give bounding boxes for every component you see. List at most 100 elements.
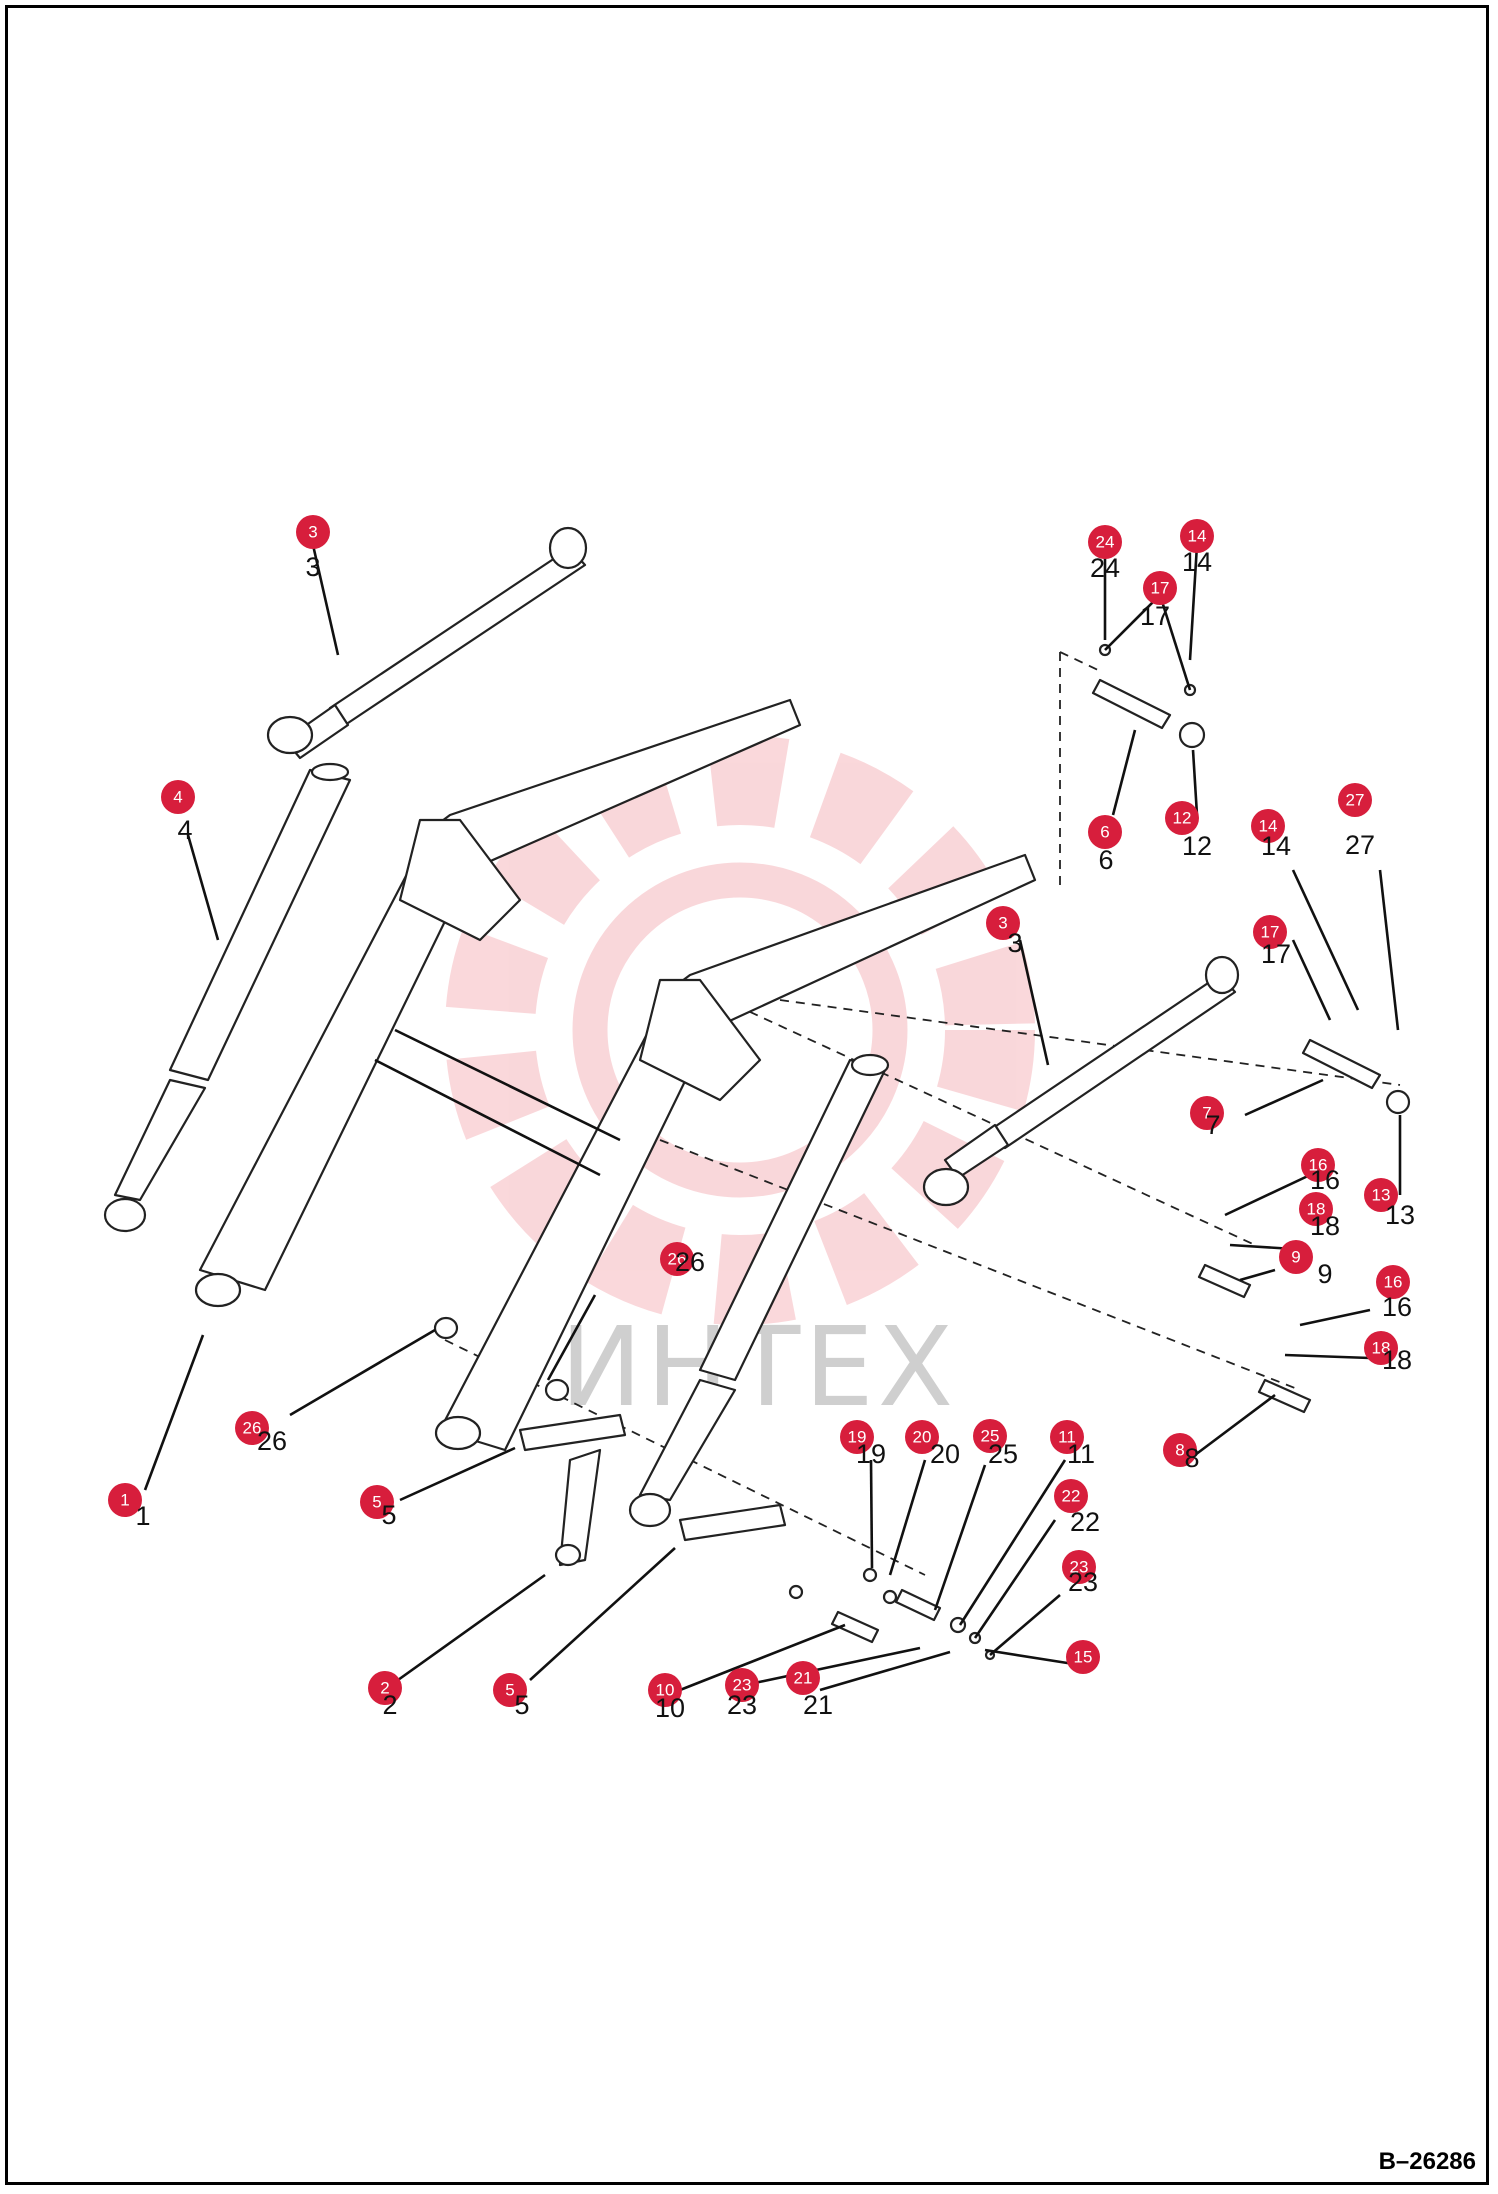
callout-14: 14 bbox=[1251, 809, 1285, 843]
part-label-13: 13 bbox=[1385, 1200, 1415, 1230]
tilt-cylinder-right bbox=[922, 955, 1240, 1207]
part-label-4: 4 bbox=[177, 815, 192, 845]
callout-23: 23 bbox=[1062, 1550, 1096, 1584]
callout-14: 14 bbox=[1180, 519, 1214, 553]
part-label-18: 18 bbox=[1382, 1345, 1412, 1375]
callout-26: 26 bbox=[660, 1242, 694, 1276]
callout-number: 19 bbox=[848, 1428, 867, 1447]
document-id: B–26286 bbox=[1378, 2148, 1476, 2175]
callout-1: 1 bbox=[108, 1483, 142, 1517]
callout-5: 5 bbox=[493, 1673, 527, 1707]
callout-number: 20 bbox=[913, 1428, 932, 1447]
lift-cylinder bbox=[103, 762, 352, 1233]
part-label-18: 18 bbox=[1310, 1211, 1340, 1241]
callout-number: 3 bbox=[998, 914, 1007, 933]
callout-11: 11 bbox=[1050, 1420, 1084, 1454]
callout-number: 7 bbox=[1202, 1104, 1211, 1123]
part-label-10: 10 bbox=[655, 1693, 685, 1723]
callout-3: 3 bbox=[296, 515, 330, 549]
callout-number: 16 bbox=[1384, 1273, 1403, 1292]
callout-number: 8 bbox=[1175, 1441, 1184, 1460]
part-label-5: 5 bbox=[514, 1690, 529, 1720]
callout-25: 25 bbox=[973, 1419, 1007, 1453]
callout-4: 4 bbox=[161, 780, 195, 814]
callout-7: 7 bbox=[1190, 1096, 1224, 1130]
callout-number: 14 bbox=[1188, 527, 1207, 546]
callout-18: 18 bbox=[1299, 1192, 1333, 1226]
callout-12: 12 bbox=[1165, 801, 1199, 835]
callout-number: 1 bbox=[120, 1491, 129, 1510]
part-label-12: 12 bbox=[1182, 831, 1212, 861]
part-label-16: 16 bbox=[1382, 1292, 1412, 1322]
callout-number: 18 bbox=[1372, 1339, 1391, 1358]
part-label-22: 22 bbox=[1070, 1507, 1100, 1537]
callout-number: 4 bbox=[173, 788, 182, 807]
callout-number: 17 bbox=[1151, 579, 1170, 598]
callout-number: 24 bbox=[1096, 533, 1115, 552]
part-label-21: 21 bbox=[803, 1690, 833, 1720]
part-label-2: 2 bbox=[382, 1690, 397, 1720]
callout-15: 15 bbox=[1066, 1640, 1100, 1674]
part-label-20: 20 bbox=[930, 1439, 960, 1469]
callout-19: 19 bbox=[840, 1420, 874, 1454]
assembly-dash-lines bbox=[444, 651, 1401, 1576]
part-label-19: 19 bbox=[856, 1439, 886, 1469]
callout-number: 23 bbox=[733, 1676, 752, 1695]
callout-number: 23 bbox=[1070, 1558, 1089, 1577]
callout-number: 5 bbox=[372, 1493, 381, 1512]
callout-number: 18 bbox=[1307, 1200, 1326, 1219]
part-label-16: 16 bbox=[1310, 1165, 1340, 1195]
part-label-11: 11 bbox=[1067, 1439, 1095, 1469]
watermark-gear-logo bbox=[445, 735, 1035, 1325]
callout-18: 18 bbox=[1364, 1331, 1398, 1365]
callout-8: 8 bbox=[1163, 1433, 1197, 1467]
part-label-23: 23 bbox=[727, 1690, 757, 1720]
tilt-cylinder-upper bbox=[266, 526, 588, 760]
callout-21: 21 bbox=[786, 1661, 820, 1695]
callout-number: 17 bbox=[1261, 923, 1280, 942]
part-label-27: 27 bbox=[1345, 830, 1375, 860]
part-label-17: 17 bbox=[1261, 939, 1291, 969]
loader-arm-left bbox=[194, 698, 802, 1308]
callout-26: 26 bbox=[235, 1411, 269, 1445]
callout-number: 11 bbox=[1058, 1428, 1076, 1447]
part-label-3: 3 bbox=[1007, 928, 1022, 958]
callout-13: 13 bbox=[1364, 1178, 1398, 1212]
part-label-3: 3 bbox=[305, 552, 320, 582]
callout-17: 17 bbox=[1143, 571, 1177, 605]
callout-16: 16 bbox=[1376, 1265, 1410, 1299]
pins-hardware bbox=[433, 643, 1411, 1661]
callout-number: 12 bbox=[1173, 809, 1192, 828]
lift-cylinder-right bbox=[628, 1053, 890, 1528]
callout-3: 3 bbox=[986, 906, 1020, 940]
callout-number: 9 bbox=[1291, 1248, 1300, 1267]
callout-27: 27 bbox=[1338, 783, 1372, 817]
part-label-7: 7 bbox=[1205, 1110, 1220, 1140]
part-label-23: 23 bbox=[1068, 1567, 1098, 1597]
callout-number: 26 bbox=[668, 1250, 687, 1269]
callout-23: 23 bbox=[725, 1668, 759, 1702]
bracket bbox=[554, 1448, 602, 1567]
callout-number: 27 bbox=[1346, 791, 1365, 810]
callout-16: 16 bbox=[1301, 1148, 1335, 1182]
callout-number: 14 bbox=[1259, 817, 1278, 836]
part-label-5: 5 bbox=[381, 1500, 396, 1530]
callout-number: 2 bbox=[380, 1679, 389, 1698]
callout-number: 3 bbox=[308, 523, 317, 542]
part-label-25: 25 bbox=[988, 1439, 1018, 1469]
callout-22: 22 bbox=[1054, 1479, 1088, 1513]
callout-5: 5 bbox=[360, 1485, 394, 1519]
callout-10: 10 bbox=[648, 1673, 682, 1707]
part-label-1: 1 bbox=[135, 1501, 150, 1531]
callout-number: 25 bbox=[981, 1427, 1000, 1446]
callout-number: 13 bbox=[1372, 1186, 1391, 1205]
callout-20: 20 bbox=[905, 1420, 939, 1454]
callout-number: 10 bbox=[656, 1681, 675, 1700]
callout-number: 6 bbox=[1100, 823, 1109, 842]
callout-number: 16 bbox=[1309, 1156, 1328, 1175]
callout-number: 21 bbox=[794, 1669, 813, 1688]
part-label-8: 8 bbox=[1184, 1443, 1199, 1473]
